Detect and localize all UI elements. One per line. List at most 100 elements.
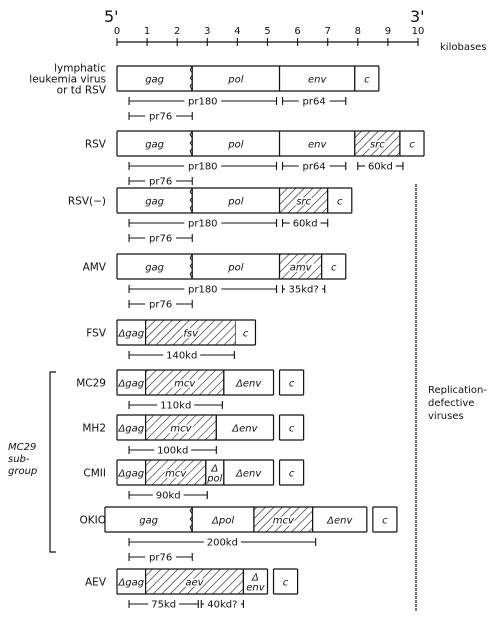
protein-label: 140kd bbox=[166, 351, 197, 362]
gene-segment: Δgag bbox=[116, 319, 147, 346]
gene-segment: Δgag bbox=[116, 459, 147, 486]
gene-label: c bbox=[382, 516, 388, 527]
gene-label: Δgag bbox=[117, 424, 144, 435]
gene-label: gag bbox=[139, 516, 158, 527]
gene-segment-box bbox=[279, 131, 355, 156]
protein-product: 200kd bbox=[128, 538, 317, 549]
protein-label: 75kd bbox=[151, 600, 176, 611]
protein-product: 75kd bbox=[128, 600, 199, 611]
gene-segment-box bbox=[117, 131, 193, 156]
protein-label: 110kd bbox=[160, 401, 191, 412]
gene-segment-box bbox=[192, 254, 280, 279]
gene-segment: gag bbox=[104, 506, 194, 533]
gene-segment-box bbox=[117, 188, 193, 213]
gene-label: Δgag bbox=[117, 469, 144, 480]
gene-segment-box bbox=[117, 370, 146, 395]
gene-segment: gag bbox=[116, 187, 194, 214]
gene-segment: aev bbox=[144, 568, 245, 595]
gene-segment: mcv bbox=[144, 414, 217, 441]
protein-product: 35kd? bbox=[281, 285, 326, 296]
scale-tick-label: 10 bbox=[412, 26, 425, 37]
gene-segment-box bbox=[192, 66, 280, 91]
protein-label: 60kd bbox=[293, 219, 318, 230]
gene-segment-box bbox=[192, 188, 280, 213]
gene-label: src bbox=[296, 197, 311, 208]
gene-label: mcv bbox=[165, 469, 187, 480]
gene-label: env bbox=[308, 140, 327, 151]
gene-segment: Δpol bbox=[191, 506, 255, 533]
five-prime-label: 5' bbox=[104, 7, 119, 26]
gene-segment-box bbox=[279, 188, 328, 213]
gene-label: c bbox=[289, 424, 295, 435]
gene-segment-box bbox=[145, 370, 224, 395]
virus-name: MC29 bbox=[76, 378, 106, 390]
gene-label: env bbox=[308, 75, 327, 86]
gene-segment-box bbox=[117, 415, 146, 440]
gene-label: Δenv bbox=[326, 516, 353, 527]
protein-product: 100kd bbox=[128, 446, 217, 457]
gene-segment-box bbox=[145, 460, 206, 485]
scale-tick-label: 7 bbox=[325, 26, 331, 37]
protein-label: 90kd bbox=[156, 491, 181, 502]
gene-label: Δenv bbox=[235, 379, 262, 390]
gene-segment-box bbox=[279, 254, 322, 279]
gene-segment-box bbox=[117, 460, 146, 485]
gene-segment-box bbox=[354, 66, 379, 91]
gene-segment: c bbox=[272, 568, 299, 595]
protein-product: 110kd bbox=[128, 401, 223, 412]
protein-label: 100kd bbox=[157, 446, 188, 457]
protein-product: pr180 bbox=[128, 219, 278, 230]
gene-segment-box bbox=[223, 460, 274, 485]
scale-tick-label: 6 bbox=[294, 26, 300, 37]
gene-label: c bbox=[409, 140, 415, 151]
gene-label: amv bbox=[290, 263, 313, 274]
gene-segment-box bbox=[279, 415, 304, 440]
protein-product: 60kd bbox=[357, 162, 404, 173]
virus-name: OKIO bbox=[79, 515, 106, 527]
virus-name: AEV bbox=[85, 577, 107, 589]
scale-tick-label: 2 bbox=[174, 26, 180, 37]
gene-segment: c bbox=[372, 506, 398, 533]
gene-segment-box bbox=[145, 415, 217, 440]
gene-segment-box bbox=[216, 415, 274, 440]
gene-segment: c bbox=[354, 65, 380, 92]
protein-label: pr180 bbox=[188, 97, 218, 108]
gene-segment-box bbox=[145, 320, 236, 345]
gene-segment: Δenv bbox=[223, 459, 275, 486]
gene-segment: c bbox=[327, 187, 353, 214]
protein-product: 60kd bbox=[281, 219, 329, 230]
gene-segment-box bbox=[243, 569, 268, 594]
protein-label: pr180 bbox=[188, 285, 218, 296]
gene-segment-box bbox=[235, 320, 256, 345]
gene-label: gag bbox=[145, 75, 164, 86]
gene-label: gag bbox=[145, 263, 164, 274]
protein-label: 35kd? bbox=[289, 285, 319, 296]
gene-segment-box bbox=[312, 507, 367, 532]
gene-segment-box bbox=[117, 320, 146, 345]
scale-unit-label: kilobases bbox=[440, 42, 487, 53]
gene-segment-box bbox=[273, 569, 298, 594]
gene-segment-box bbox=[223, 370, 274, 395]
protein-label: pr64 bbox=[303, 162, 326, 173]
protein-label: pr76 bbox=[149, 112, 172, 123]
gene-segment: Δenv bbox=[223, 369, 275, 396]
virus-name: MH2 bbox=[82, 423, 106, 435]
gene-segment: fsv bbox=[144, 319, 237, 346]
protein-product: 140kd bbox=[128, 351, 235, 362]
gene-segment: pol bbox=[191, 65, 281, 92]
